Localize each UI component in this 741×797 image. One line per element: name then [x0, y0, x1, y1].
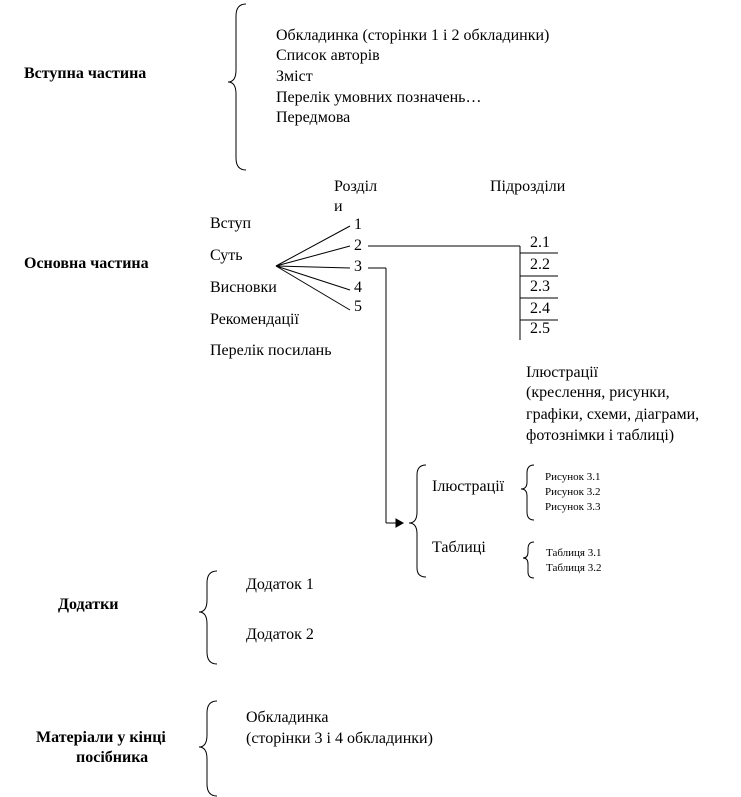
main-part: Суть [210, 247, 243, 264]
end-materials-heading: Матеріали у кінці [36, 729, 166, 746]
subsection-number: 2.4 [530, 300, 550, 317]
fan-line-5 [275, 265, 351, 311]
main-heading: Основна частина [24, 255, 149, 272]
main-part: Вступ [210, 215, 252, 232]
tables-brace [522, 541, 535, 579]
appendices-heading: Додатки [58, 596, 119, 613]
end-material-item: Обкладинка [246, 709, 329, 726]
figure-item: Рисунок 3.1 [545, 471, 601, 483]
figure-item: Рисунок 3.3 [545, 501, 601, 513]
figures-brace [520, 464, 535, 521]
end-material-item: (сторінки 3 і 4 обкладинки) [246, 730, 433, 747]
section-number: 5 [354, 298, 362, 315]
intro-brace [227, 3, 247, 171]
intro-item: Список авторів [276, 47, 380, 64]
intro-item: Передмова [276, 109, 351, 126]
end-materials-brace [198, 700, 218, 797]
appendix-item: Додаток 2 [246, 626, 314, 643]
tables-label: Таблиці [432, 539, 486, 556]
illustrations-note: Ілюстрації [526, 364, 599, 381]
table-item: Таблиця 3.1 [546, 547, 602, 559]
intro-item: Перелік умовних позначень… [276, 89, 482, 106]
intro-item: Обкладинка (сторінки 1 і 2 обкладинки) [276, 27, 550, 44]
arrow-head [395, 518, 405, 528]
appendices-brace [198, 570, 218, 665]
subsection-number: 2.3 [530, 278, 550, 295]
subsections-header: Підрозділи [490, 178, 566, 195]
subsection-number: 2.1 [530, 234, 550, 251]
illustrations-note: фотознімки і таблиці) [526, 427, 675, 444]
table-item: Таблиця 3.2 [546, 562, 602, 574]
appendix-item: Додаток 1 [246, 576, 314, 593]
sections-header: Розділ [334, 178, 378, 195]
main-part: Висновки [210, 279, 277, 296]
section-number: 3 [354, 258, 362, 275]
figure-item: Рисунок 3.2 [545, 486, 601, 498]
subsection-number: 2.5 [530, 320, 550, 337]
illustrations-note: (креслення, рисунки, [526, 384, 670, 401]
intro-heading: Вступна частина [24, 65, 147, 82]
section-number: 2 [354, 237, 362, 254]
illustrations-note: графіки, схеми, діаграми, [526, 406, 700, 423]
main-part: Перелік посилань [210, 342, 332, 359]
fan-line-2 [275, 245, 351, 267]
fan-line-3 [275, 265, 351, 269]
fan-line-1 [275, 225, 351, 267]
intro-item: Зміст [276, 68, 313, 85]
illustrations-label: Ілюстрації [432, 478, 505, 495]
main-part: Рекомендації [210, 311, 299, 328]
end-materials-heading-line2: посібника [76, 749, 149, 766]
sections-header-wrap: и [334, 198, 343, 215]
section-number: 1 [354, 216, 362, 233]
fan-line-4 [275, 265, 351, 291]
illustrations-tables-brace [408, 464, 427, 578]
subsection-number: 2.2 [530, 256, 550, 273]
section-number: 4 [354, 279, 362, 296]
